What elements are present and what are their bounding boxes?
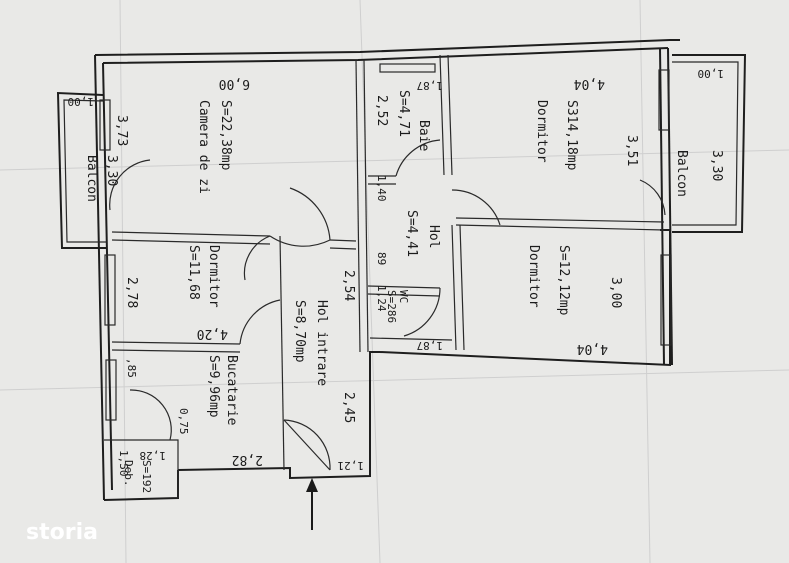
dim-100b: 1,00 xyxy=(68,95,95,108)
balcony-right xyxy=(672,54,747,233)
dim-balcon-right: 3,30 xyxy=(709,150,724,181)
interior-walls xyxy=(111,54,665,471)
dim-373: 3,73 xyxy=(114,115,129,146)
room-name-balcon-left: Balcon xyxy=(84,155,99,202)
room-name-hol-intrare: Hol intrare xyxy=(314,300,329,386)
dim-89: 89 xyxy=(375,252,388,265)
room-area-dormitor-right: S=12,12mp xyxy=(556,245,571,316)
dim-278: 2,78 xyxy=(124,277,139,308)
room-name-camera: Camera de zi xyxy=(196,100,211,194)
dim-245: 2,45 xyxy=(341,392,356,423)
dim-187a: 1,87 xyxy=(417,79,444,92)
room-name-wc: WC xyxy=(397,290,410,303)
dim-351: 3,51 xyxy=(624,135,639,166)
door-swings xyxy=(109,139,666,471)
dim-085: ,85 xyxy=(125,358,138,378)
room-name-bucatarie: Bucatarie xyxy=(224,355,239,426)
room-area-baie: S=4,71 xyxy=(396,90,411,137)
dim-121: 1,21 xyxy=(338,459,365,472)
room-area-wc: S=286 xyxy=(385,290,398,323)
dim-100a: 1,00 xyxy=(698,67,725,80)
dim-600: 6,00 xyxy=(219,76,250,91)
dim-075: 0,75 xyxy=(177,408,190,435)
dim-300: 3,00 xyxy=(608,277,623,308)
room-area-hol: S=4,41 xyxy=(404,210,419,257)
dim-187b: 1,87 xyxy=(417,339,444,352)
room-name-dormitor-left: Dormitor xyxy=(206,245,221,308)
dim-282: 2,82 xyxy=(232,452,263,467)
dim-150: 1,50 xyxy=(117,450,130,477)
room-name-dormitor-top: Dormitor xyxy=(534,100,549,163)
room-name-debara: Deb. xyxy=(122,460,135,487)
balcony-left xyxy=(56,91,106,249)
dim-124: 1,24 xyxy=(375,285,388,312)
dim-128: 1,28 xyxy=(140,449,167,462)
windows xyxy=(99,63,672,421)
room-name-baie: Baie xyxy=(416,120,431,151)
dim-252: 2,52 xyxy=(374,95,389,126)
room-area-camera: S=22,38mp xyxy=(218,100,233,171)
room-area-dormitor-top: S314,18mp xyxy=(564,100,579,171)
dim-140: 1,40 xyxy=(375,175,388,202)
room-area-hol-intrare: S=8,70mp xyxy=(292,300,307,363)
debara-room xyxy=(104,439,179,498)
dim-404a: 4,04 xyxy=(574,76,605,91)
entrance-arrow xyxy=(306,478,318,530)
room-area-dormitor-left: S=11,68 xyxy=(186,245,201,300)
room-area-debara: S=192 xyxy=(140,460,153,493)
dim-254: 2,54 xyxy=(341,270,356,301)
room-area-bucatarie: S=9,96mp xyxy=(206,355,221,418)
storia-logo: storia xyxy=(26,520,98,545)
dim-balcon-left: 3,30 xyxy=(104,155,119,186)
dim-404b: 4,04 xyxy=(577,341,608,356)
dim-420: 4,20 xyxy=(197,326,228,341)
room-name-hol: Hol xyxy=(426,225,441,248)
room-name-balcon-right: Balcon xyxy=(674,150,689,197)
room-name-dormitor-right: Dormitor xyxy=(526,245,541,308)
